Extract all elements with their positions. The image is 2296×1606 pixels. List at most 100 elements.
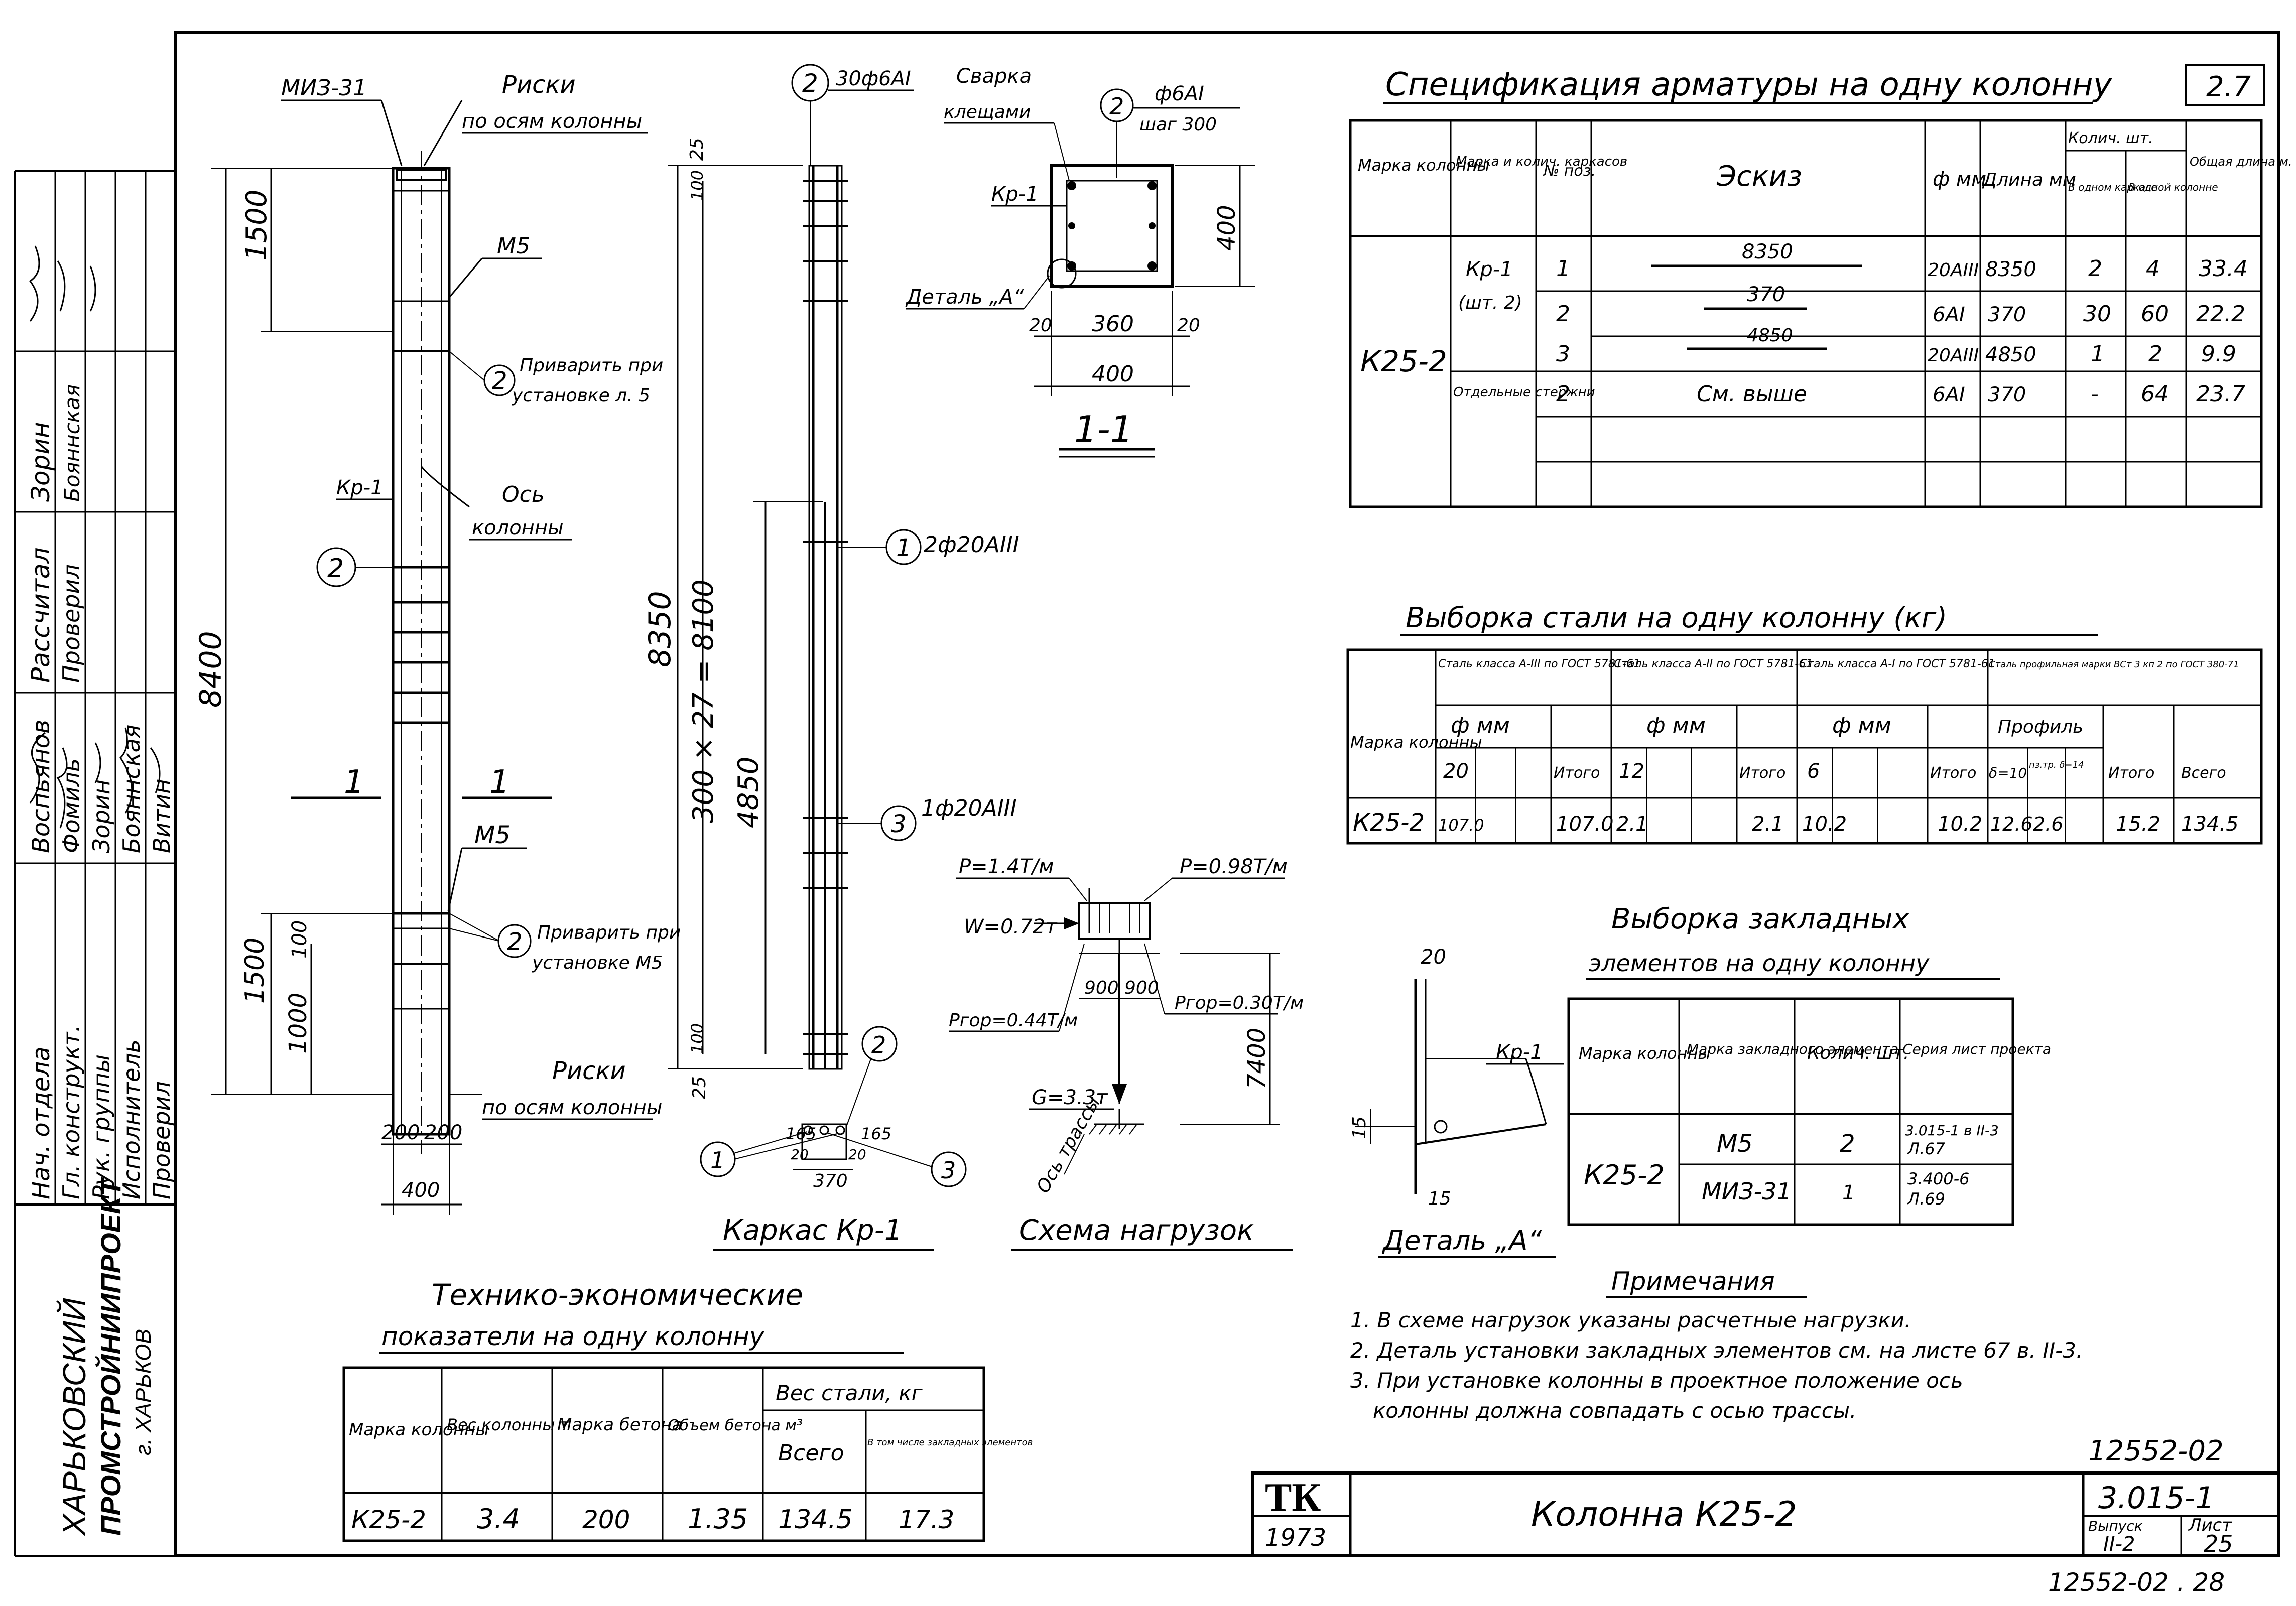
cage-pos3-label: 1ф20АIII xyxy=(921,795,1017,821)
dim-200-a: 200 xyxy=(381,1121,420,1144)
steel-row-a2-tot: 2.1 xyxy=(1752,813,1784,836)
load-w: W=0.72т xyxy=(964,915,1058,939)
cage-pos2-label: 30ф6АI xyxy=(836,67,911,90)
tech-row-weight: 3.4 xyxy=(477,1503,520,1535)
spec-mark: К25-2 xyxy=(1360,344,1447,378)
weld-note-bottom-2: установке М5 xyxy=(532,953,663,973)
sec-370: 370 xyxy=(813,1171,848,1191)
sec11-dim-400-v: 400 xyxy=(1213,205,1241,251)
spec-h-total: Общая длина м. xyxy=(2190,155,2292,169)
dim-1000: 1000 xyxy=(284,993,312,1054)
org-name-1: ХАРЬКОВСКИЙ xyxy=(56,1298,92,1537)
steel-h-profile: Профиль xyxy=(1998,717,2083,737)
spec-r1-incol: 60 xyxy=(2141,301,2169,327)
spec-r2-total: 9.9 xyxy=(2201,341,2236,367)
steel-row-a1-6: 10.2 xyxy=(1802,813,1847,836)
detail-a-15-a: 15 xyxy=(1349,1116,1370,1139)
stamp-name-1: Фомиль xyxy=(58,758,85,853)
steel-h-itogo-1: Итого xyxy=(1554,764,1600,782)
spec-h-cage: Марка и колич. каркасов xyxy=(1456,154,1627,169)
tech-h-steel: Вес стали, кг xyxy=(776,1381,923,1405)
tech-table: Технико-экономические показатели на одну… xyxy=(342,1278,1033,1542)
spec-row-3: 2 См. выше 6АI 370 - 64 23.7 xyxy=(1556,381,2245,407)
embeds-r1-ref1: 3.400-6 xyxy=(1907,1169,1970,1188)
stamp-role-0: Нач. отдела xyxy=(27,1046,55,1199)
spec-h-in-cage: В одном каркасе xyxy=(2068,181,2157,193)
tech-h-embed: В том числе закладных элементов xyxy=(867,1437,1033,1448)
spec-row-2: 3 4850 20АIII 4850 1 2 9.9 xyxy=(1556,325,2236,367)
tech-row-volume: 1.35 xyxy=(688,1503,748,1535)
embeds-mark: К25-2 xyxy=(1584,1159,1665,1191)
sec11-weld-label-2: клещами xyxy=(944,102,1031,122)
sheet-label: Лист xyxy=(2188,1515,2232,1535)
steel-h-dmm-3: ф мм xyxy=(1832,713,1891,738)
issue-label: Выпуск xyxy=(2088,1518,2143,1534)
sheet-number: 25 xyxy=(2204,1530,2233,1557)
weld-note-bottom: Приварить при xyxy=(537,922,681,943)
spec-r3-incol: 64 xyxy=(2141,381,2169,407)
cage-pos2-circle: 2 xyxy=(802,69,818,98)
steel-h-d12: 12 xyxy=(1619,760,1644,783)
tech-title-2: показатели на одну колонну xyxy=(381,1322,765,1351)
stamp-role-5: Рассчитал xyxy=(26,547,55,683)
axis-label: Ось xyxy=(502,482,545,507)
spec-r0-len: 8350 xyxy=(1985,258,2036,281)
notes-title: Примечания xyxy=(1611,1267,1775,1296)
embeds-table: Выборка закладных элементов на одну коло… xyxy=(1567,903,2051,1226)
section-mark-right: 1 xyxy=(489,764,510,801)
dim-steps: 300 × 27 = 8100 xyxy=(687,579,720,823)
load-7400: 7400 xyxy=(1243,1028,1271,1089)
spec-r2-incage: 1 xyxy=(2091,341,2105,367)
m5-bottom-label: М5 xyxy=(474,821,511,849)
stamp-role-6: Проверил xyxy=(58,564,85,683)
tech-h-volume: Объем бетона м³ xyxy=(668,1417,803,1434)
dim-100-top: 100 xyxy=(688,170,707,201)
sec11-dim-20-a: 20 xyxy=(1029,315,1052,336)
bottom-number: 12552-02 . 28 xyxy=(2048,1568,2225,1597)
sec11-dim-400-h: 400 xyxy=(1092,361,1134,387)
weld-note-top-2: установке л. 5 xyxy=(512,385,650,406)
sheet-series: 3.015-1 xyxy=(2098,1481,2215,1516)
spec-r1-d: 6АI xyxy=(1933,303,1965,326)
section-1-1: 400 20 360 20 400 Сварка клещами 2 ф6АI … xyxy=(905,65,1255,458)
tech-h-mark: Марка колонны xyxy=(349,1420,489,1440)
embeds-title-2: элементов на одну колонну xyxy=(1589,950,1930,977)
steel-h-g1: Сталь класса А-III по ГОСТ 5781-61 xyxy=(1438,658,1640,671)
embeds-r1-elem: МИЗ-31 xyxy=(1702,1178,1792,1205)
spec-h-in-col: В одной колонне xyxy=(2128,181,2218,193)
stamp-role-1: Гл. конструкт. xyxy=(58,1025,85,1199)
sec11-rod-label: ф6АI xyxy=(1155,82,1204,105)
stamp-name-2: Зорин xyxy=(88,779,115,853)
steel-h-dmm-2: ф мм xyxy=(1646,713,1706,738)
steel-h-itogo-4: Итого xyxy=(2108,764,2154,782)
spec-h-pos: № поз. xyxy=(1543,162,1596,180)
sheet-code: 2.7 xyxy=(2206,71,2251,103)
org-name-2: ПРОМСТРОЙНИИПРОЕКТ xyxy=(95,1177,126,1536)
spec-r3-len: 370 xyxy=(1988,383,2026,407)
stamp-name-0: Воспьянов xyxy=(27,720,55,853)
sec-165-b: 165 xyxy=(861,1124,891,1143)
load-900-b: 900 xyxy=(1124,978,1159,998)
embeds-r0-ref2: Л.67 xyxy=(1907,1139,1946,1158)
sheet-year: 1973 xyxy=(1265,1524,1326,1552)
steel-row-a3-20: 107.0 xyxy=(1438,816,1484,835)
steel-row-mark: К25-2 xyxy=(1353,809,1425,837)
stamp-role-4: Проверил xyxy=(148,1081,175,1199)
load-ptop2: Pгор=0.30Т/м xyxy=(1175,993,1304,1013)
org-city: г. ХАРЬКОВ xyxy=(131,1329,156,1455)
steel-h-d6: 6 xyxy=(1807,760,1820,783)
load-scheme-title: Схема нагрузок xyxy=(1019,1214,1254,1247)
spec-title: Спецификация арматуры на одну колонну xyxy=(1385,66,2113,103)
spec-r2-pos: 3 xyxy=(1556,341,1570,367)
spec-table: Спецификация арматуры на одну колонну 2.… xyxy=(1349,64,2292,508)
spec-r1-sketch: 370 xyxy=(1747,283,1785,306)
column-elevation: 1 1 8400 1500 1500 1000 100 200 200 400 … xyxy=(193,71,681,1215)
sec11-weld-label: Сварка xyxy=(956,65,1032,88)
dim-25-bottom: 25 xyxy=(689,1076,710,1099)
load-g: G=3.3т xyxy=(1032,1086,1108,1109)
steel-row-pr-tot: 15.2 xyxy=(2116,813,2160,836)
tech-title-1: Технико-экономические xyxy=(432,1278,803,1312)
steel-row-a3-tot: 107.0 xyxy=(1556,813,1614,836)
tech-h-concrete: Марка бетона xyxy=(557,1415,683,1435)
stamp-name-6: Бояннская xyxy=(60,384,84,502)
